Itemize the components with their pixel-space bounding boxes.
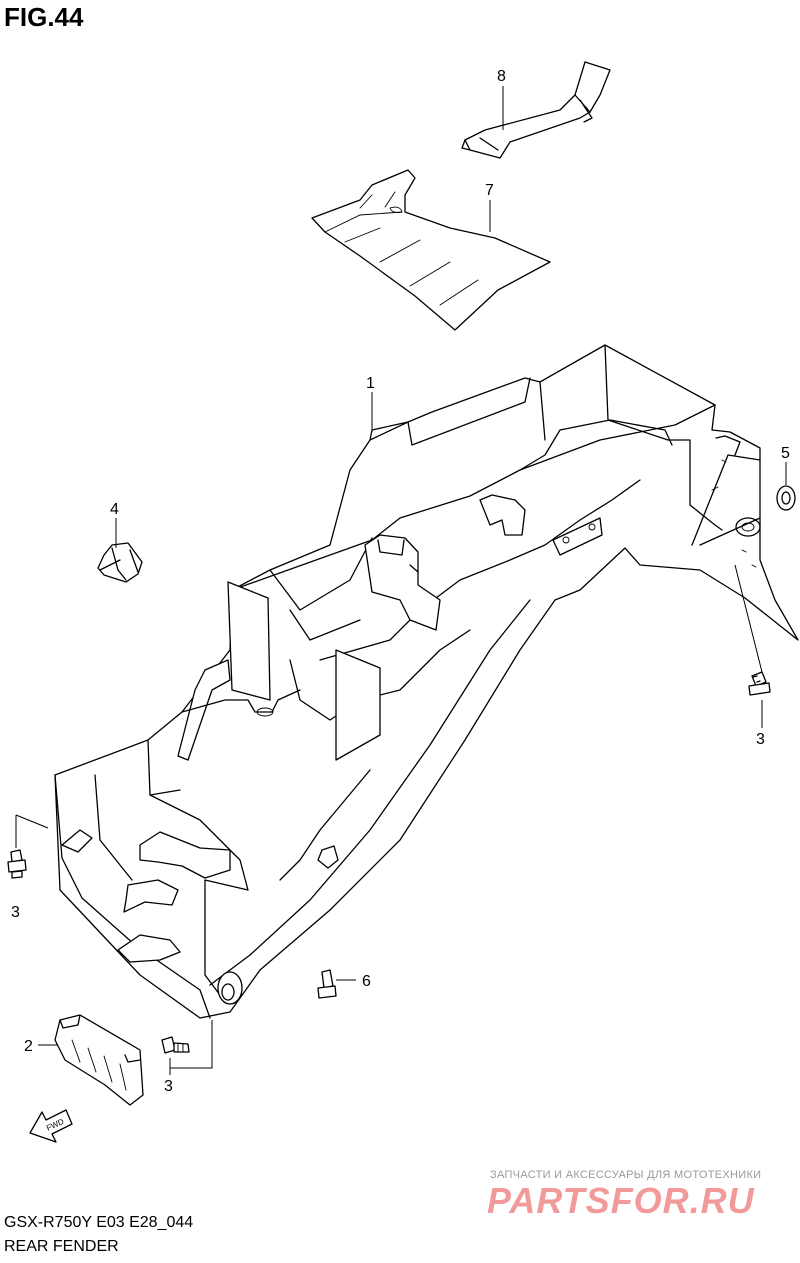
callout-8: 8 — [497, 68, 506, 85]
callout-5: 5 — [781, 445, 790, 462]
callout-2: 2 — [24, 1038, 33, 1055]
callout-3-bottom: 3 — [164, 1078, 173, 1095]
callout-7: 7 — [485, 182, 494, 199]
part-4-clip — [97, 542, 143, 583]
leader-lines — [15, 86, 787, 1075]
callout-3-left: 3 — [11, 904, 20, 921]
callout-3-right: 3 — [756, 731, 765, 748]
watermark-brand: PARTSFOR.RU — [487, 1180, 755, 1221]
part-3-bolt-left — [7, 849, 27, 879]
figure-title: FIG.44 — [4, 2, 84, 32]
model-code: GSX-R750Y E03 E28_044 — [4, 1214, 194, 1231]
part-6-pin — [317, 969, 337, 999]
part-1-rear-fender — [54, 344, 799, 1019]
fwd-arrow-icon: FWD — [29, 1109, 73, 1143]
watermark-tagline: ЗАПЧАСТИ И АКСЕССУАРЫ ДЛЯ МОТОТЕХНИКИ — [490, 1169, 762, 1181]
part-8-strap — [461, 61, 611, 159]
part-3-bolt-bottom — [161, 1036, 190, 1054]
part-7-tool-bag — [311, 169, 551, 331]
callout-6: 6 — [362, 973, 371, 990]
figure-caption: REAR FENDER — [4, 1238, 119, 1255]
callout-labels: 8 7 1 4 5 3 3 6 2 3 — [11, 68, 790, 1095]
part-3-bolt-right — [748, 671, 771, 696]
callout-4: 4 — [110, 501, 119, 518]
part-5-washer — [776, 485, 796, 511]
callout-1: 1 — [366, 375, 375, 392]
part-2-bracket — [54, 1014, 144, 1106]
